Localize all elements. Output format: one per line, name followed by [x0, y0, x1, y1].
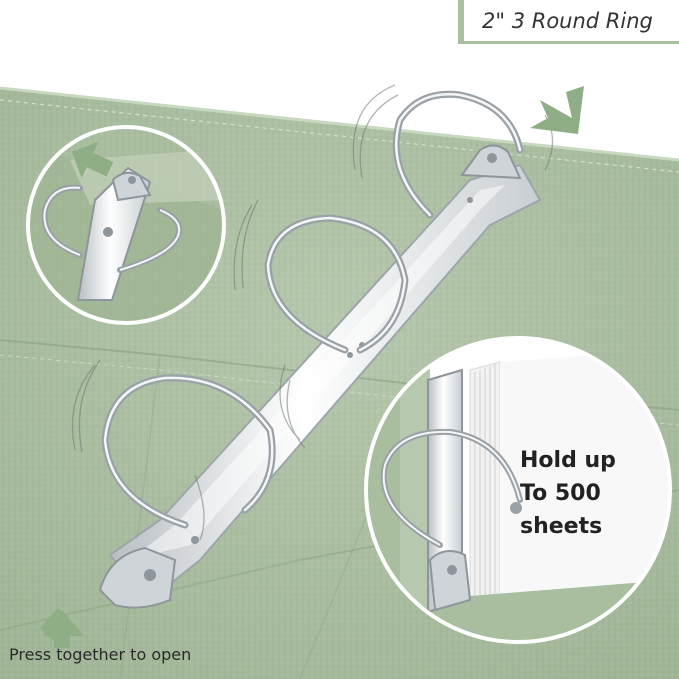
ring-size-label: 2" 3 Round Ring [482, 8, 653, 33]
capacity-line-1: Hold up [520, 448, 616, 473]
capacity-line-2: To 500 [520, 481, 601, 506]
ring-size-badge: 2" 3 Round Ring [458, 0, 679, 44]
capacity-line-3: sheets [520, 514, 603, 539]
ring-mechanism [98, 144, 542, 609]
open-instruction-caption: Press together to open [9, 645, 192, 664]
inset-closeup-left [26, 125, 226, 325]
binder-rings [101, 90, 524, 529]
badge-accent-strip [458, 0, 464, 41]
motion-lines [71, 84, 554, 541]
capacity-callout: Hold up To 500 sheets [520, 444, 650, 543]
arrow-bottom-left [40, 608, 84, 648]
arrow-top-right [530, 86, 584, 134]
